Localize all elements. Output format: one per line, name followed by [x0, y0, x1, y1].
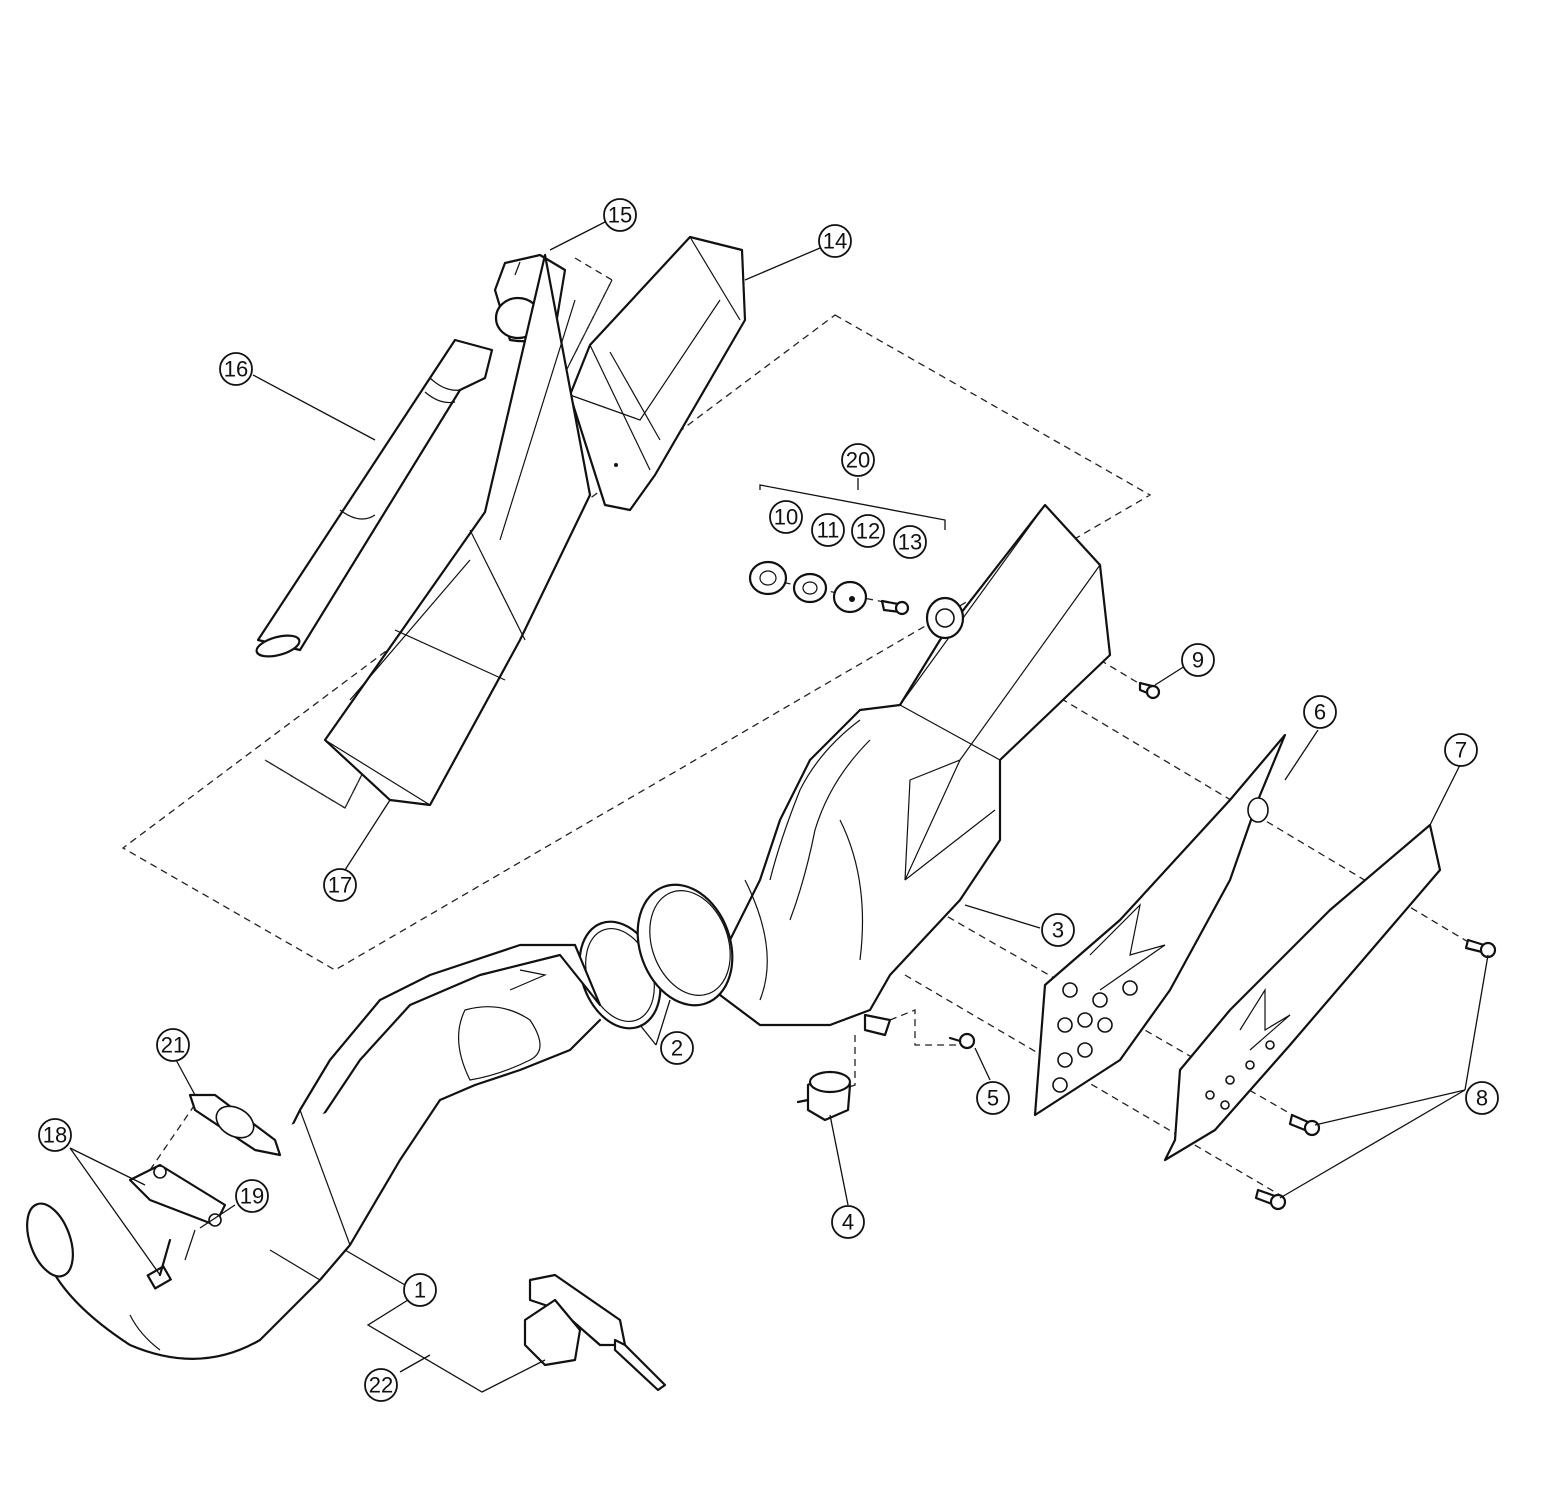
callout-9: 9 — [1181, 643, 1215, 677]
callout-10: 10 — [769, 500, 803, 534]
svg-text:22: 22 — [369, 1373, 393, 1398]
part-16-inner-tube — [255, 338, 494, 658]
svg-text:19: 19 — [240, 1184, 264, 1209]
svg-text:16: 16 — [224, 357, 248, 382]
leader-lines — [69, 221, 1489, 1393]
callout-2: 2 — [660, 1031, 694, 1065]
callout-3: 3 — [1041, 913, 1075, 947]
svg-text:6: 6 — [1314, 700, 1326, 725]
callout-8: 8 — [1465, 1081, 1499, 1115]
part-14-end-cap — [568, 235, 747, 512]
part-9-bolt — [1138, 681, 1161, 700]
svg-text:12: 12 — [856, 519, 880, 544]
callout-5: 5 — [976, 1081, 1010, 1115]
callout-4: 4 — [831, 1205, 865, 1239]
svg-text:21: 21 — [161, 1033, 185, 1058]
callout-16: 16 — [219, 352, 253, 386]
callout-15: 15 — [603, 198, 637, 232]
part-6-heat-shield — [1033, 733, 1287, 1117]
callout-22: 22 — [364, 1368, 398, 1402]
callout-13: 13 — [893, 525, 927, 559]
part-4-rubber-mount — [796, 1070, 852, 1122]
svg-text:8: 8 — [1476, 1086, 1488, 1111]
svg-text:10: 10 — [774, 505, 798, 530]
silencer-assembly-outline — [121, 314, 1152, 971]
svg-text:14: 14 — [823, 229, 847, 254]
bolt-line-low — [904, 974, 1281, 1196]
part-17-silencer-body — [323, 253, 592, 807]
callout-1: 1 — [403, 1273, 437, 1307]
part-20-mount-kit — [748, 560, 910, 616]
svg-text:7: 7 — [1455, 738, 1467, 763]
callout-6: 6 — [1303, 695, 1337, 729]
callout-21: 21 — [156, 1028, 190, 1062]
callout-18: 18 — [38, 1118, 72, 1152]
bolt-5-path — [889, 1009, 965, 1046]
svg-text:1: 1 — [414, 1278, 426, 1303]
svg-text:3: 3 — [1052, 918, 1064, 943]
svg-text:17: 17 — [328, 873, 352, 898]
svg-text:2: 2 — [671, 1036, 683, 1061]
svg-text:11: 11 — [817, 518, 840, 543]
part-8-bolts — [1254, 938, 1497, 1211]
callouts: 1 2 3 4 5 6 7 8 9 10 11 12 13 14 15 16 1… — [38, 198, 1499, 1402]
part-21-gasket — [188, 1093, 282, 1157]
svg-text:18: 18 — [43, 1123, 67, 1148]
svg-text:13: 13 — [898, 530, 922, 555]
svg-text:20: 20 — [846, 448, 870, 473]
callout-14: 14 — [818, 224, 852, 258]
callout-7: 7 — [1444, 733, 1478, 767]
part-22-bracket — [523, 1273, 667, 1392]
callout-20: 20 — [841, 443, 875, 477]
callout-17: 17 — [323, 868, 357, 902]
svg-text:4: 4 — [842, 1210, 854, 1235]
part-1-header-pipe — [26, 943, 602, 1360]
part-7-guard — [1163, 823, 1442, 1162]
part-2-rings — [578, 883, 734, 1030]
callout-19: 19 — [235, 1179, 269, 1213]
callout-11: 11 — [811, 513, 845, 547]
callout-12: 12 — [851, 514, 885, 548]
svg-text:9: 9 — [1192, 648, 1204, 673]
part-5-bolt — [948, 1032, 976, 1050]
svg-text:15: 15 — [608, 203, 632, 228]
svg-text:5: 5 — [987, 1086, 999, 1111]
rubber-4-path — [824, 1035, 856, 1096]
part-3-silencer — [718, 503, 1112, 1037]
gasket-link — [149, 1099, 199, 1171]
